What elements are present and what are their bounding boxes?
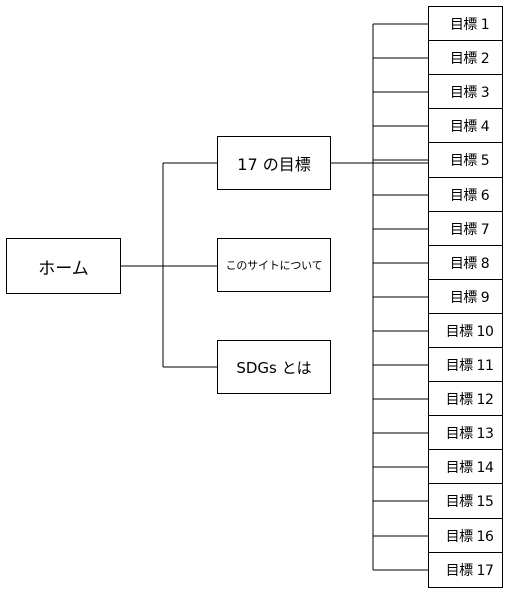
goal-label: 目標 11 <box>445 358 494 374</box>
goal-node-8[interactable]: 目標 8 <box>428 245 503 281</box>
goal-node-6[interactable]: 目標 6 <box>428 177 503 213</box>
goal-node-4[interactable]: 目標 4 <box>428 108 503 144</box>
goal-label: 目標 6 <box>449 188 490 204</box>
goal-node-2[interactable]: 目標 2 <box>428 40 503 76</box>
goal-node-16[interactable]: 目標 16 <box>428 518 503 554</box>
goal-node-1[interactable]: 目標 1 <box>428 6 503 42</box>
home-node[interactable]: ホーム <box>6 238 121 294</box>
goal-label: 目標 14 <box>445 460 494 476</box>
goal-label: 目標 3 <box>449 85 490 101</box>
about-page-node[interactable]: このサイトについて <box>217 238 331 292</box>
goal-label: 目標 5 <box>449 153 490 169</box>
goal-label: 目標 12 <box>445 392 494 408</box>
goal-label: 目標 4 <box>449 119 490 135</box>
goal-label: 目標 2 <box>449 51 490 67</box>
goal-node-14[interactable]: 目標 14 <box>428 449 503 485</box>
goal-node-7[interactable]: 目標 7 <box>428 211 503 247</box>
goal-label: 目標 10 <box>445 324 494 340</box>
goal-label: 目標 13 <box>445 426 494 442</box>
goal-node-15[interactable]: 目標 15 <box>428 483 503 519</box>
goal-node-9[interactable]: 目標 9 <box>428 279 503 315</box>
goal-label: 目標 17 <box>445 563 494 579</box>
goal-node-5[interactable]: 目標 5 <box>428 142 503 178</box>
about-page-label: このサイトについて <box>225 259 323 272</box>
goal-node-3[interactable]: 目標 3 <box>428 74 503 110</box>
goal-label: 目標 9 <box>449 290 490 306</box>
goals-page-label: 17 の目標 <box>237 155 311 174</box>
goal-node-12[interactable]: 目標 12 <box>428 381 503 417</box>
goal-label: 目標 16 <box>445 529 494 545</box>
goal-label: 目標 15 <box>445 494 494 510</box>
goal-label: 目標 7 <box>449 222 490 238</box>
home-label: ホーム <box>38 258 89 279</box>
goal-node-10[interactable]: 目標 10 <box>428 313 503 349</box>
goals-page-node[interactable]: 17 の目標 <box>217 136 331 190</box>
goal-label: 目標 1 <box>449 17 490 33</box>
goal-node-11[interactable]: 目標 11 <box>428 347 503 383</box>
sdgs-page-label: SDGs とは <box>236 358 312 377</box>
goal-label: 目標 8 <box>449 256 490 272</box>
goal-node-13[interactable]: 目標 13 <box>428 415 503 451</box>
sdgs-page-node[interactable]: SDGs とは <box>217 340 331 394</box>
goal-node-17[interactable]: 目標 17 <box>428 552 503 588</box>
